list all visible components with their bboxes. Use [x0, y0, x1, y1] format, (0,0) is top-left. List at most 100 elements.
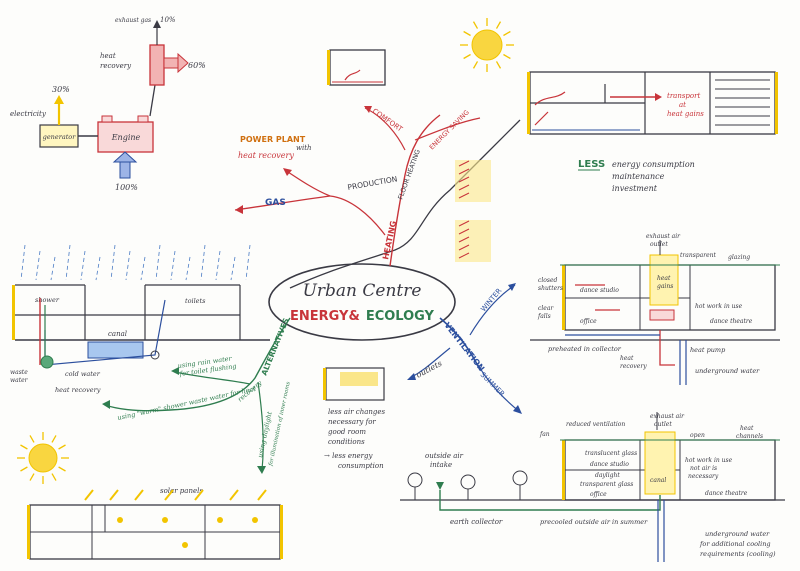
heat-recovery-label: heat recovery — [238, 151, 294, 160]
summer-exhaust-1: exhaust air — [650, 413, 685, 420]
tree-crown — [512, 470, 528, 486]
solar-label: solar panels — [160, 487, 203, 495]
section-top-slats — [715, 79, 770, 126]
summer-channels-2: channels — [736, 433, 763, 440]
winter-glazing — [649, 254, 679, 306]
winter-label-gains-1: heat — [657, 275, 671, 282]
solar-hatch-right — [280, 505, 283, 559]
rain-arrowhead — [171, 367, 179, 375]
elec-arrowhead — [54, 95, 64, 104]
left-hatch — [12, 285, 15, 340]
heat-arrow — [458, 184, 470, 191]
sun-ray — [29, 435, 35, 443]
comfort-note-2: necessary for — [328, 418, 376, 426]
summer-translucent: translucent glass — [585, 450, 637, 457]
electricity-label: electricity — [10, 110, 47, 118]
solar-lamps — [117, 517, 258, 548]
comfort-note-6: consumption — [338, 462, 384, 470]
outlets-arrowhead — [407, 373, 416, 380]
summer-hot-1: hot work in use — [685, 457, 733, 464]
rain-drop — [140, 256, 146, 281]
solar-section: solar panels — [27, 487, 283, 560]
sun-top-disc — [471, 29, 503, 61]
exhaust-arrowhead — [153, 20, 161, 28]
summer-channels-1: heat — [740, 425, 754, 432]
canal-water — [87, 341, 144, 359]
lamp — [117, 517, 123, 523]
pump — [150, 350, 160, 360]
center-node[interactable] — [268, 263, 456, 341]
comfort-mini-section — [327, 49, 386, 86]
solar-panel — [194, 489, 204, 501]
engine-diagram: generator Engine 30% electricity 100% 60… — [10, 16, 206, 192]
waste-water-label-2: water — [10, 377, 29, 384]
winter-label-dance: dance studio — [580, 287, 619, 294]
summer-theatre: dance theatre — [705, 490, 748, 497]
solar-panel — [229, 489, 239, 501]
outside-air-2: intake — [430, 461, 452, 469]
sun-ray — [51, 435, 57, 443]
sun-ray — [51, 473, 57, 481]
energy-saving-line — [414, 117, 481, 141]
comfort-label: COMFORT — [371, 107, 405, 134]
rain-drop — [230, 256, 236, 281]
rain-drop — [50, 256, 56, 281]
summer-label: SUMMER — [479, 371, 507, 399]
winter-label-shutters-1: closed — [538, 277, 558, 284]
engine-top-left — [101, 115, 113, 123]
engine-label: Engine — [111, 133, 141, 142]
outlets-label: outlets — [415, 359, 444, 380]
section-top-heat-1 — [534, 91, 566, 106]
less-label: LESS — [578, 159, 605, 170]
winter-hatch-left — [562, 265, 565, 330]
earth-collector-label: earth collector — [450, 518, 503, 526]
floor-heating-label: FLOOR HEATING — [396, 148, 422, 200]
heat-arrow — [458, 160, 470, 167]
fuel-arrow-body — [119, 159, 131, 179]
winter-label-shutters-2: shutters — [538, 285, 563, 292]
gas-label: GAS — [265, 198, 286, 208]
sun-top-rays — [460, 18, 514, 72]
canal-label: canal — [108, 330, 127, 338]
heat-arrow — [458, 252, 470, 259]
heat-recovery-text-1: heat — [100, 52, 116, 60]
solar-panels — [84, 489, 267, 501]
heat-arrow — [458, 228, 470, 235]
winter-heat-recovery-2: recovery — [620, 363, 647, 370]
summer-daylight: daylight — [595, 472, 620, 479]
power-plant-label: POWER PLANT — [240, 135, 306, 144]
winter-label-office: office — [580, 318, 597, 325]
rain-drop — [65, 244, 71, 281]
sun-ray — [472, 61, 479, 69]
rain-drop — [80, 250, 86, 281]
sun-bottom-disc — [28, 443, 58, 473]
summer-arrowhead — [513, 405, 522, 414]
heat-exchanger — [40, 355, 54, 369]
heat-arrowhead — [177, 52, 189, 74]
winter-label-exhaust-1: exhaust air — [646, 233, 681, 240]
tree-crown — [407, 472, 423, 488]
rain-drop — [215, 250, 221, 281]
heat-arrow — [458, 236, 470, 243]
heat-recovery-box — [149, 44, 165, 86]
summer-hot-2: not air is — [690, 465, 717, 472]
rain-drop — [20, 244, 26, 281]
shower-arrowhead — [102, 400, 110, 409]
summer-exhaust-2: outlet — [654, 421, 672, 428]
summer-office: office — [590, 491, 607, 498]
lamp — [217, 517, 223, 523]
heating-branch — [389, 114, 441, 267]
outside-air-arrowhead — [436, 482, 444, 490]
summer-hot-3: necessary — [688, 473, 719, 480]
transport-text-1: transport — [667, 92, 700, 100]
heat-arrow — [458, 168, 470, 175]
rain-line — [174, 371, 251, 385]
lamp — [252, 517, 258, 523]
outside-air-1: outside air — [425, 452, 464, 460]
production-line — [284, 169, 331, 197]
sun-icon — [17, 432, 69, 484]
less-line-3: investment — [612, 184, 658, 193]
rain-drop — [200, 244, 206, 281]
rain-drop — [35, 250, 41, 281]
